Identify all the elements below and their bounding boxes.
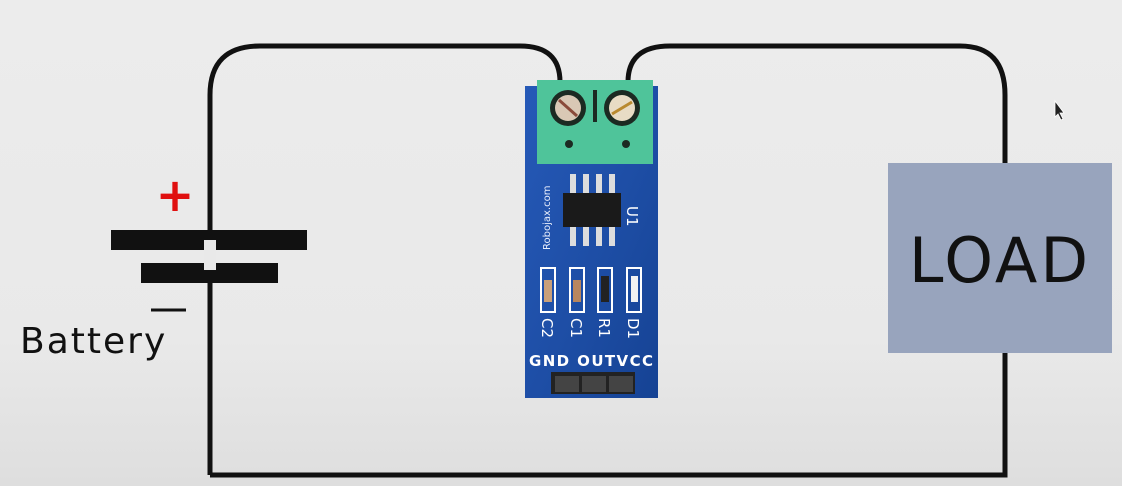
mouse-cursor-icon bbox=[1054, 99, 1065, 121]
battery-symbol bbox=[111, 200, 307, 300]
wire-left bbox=[207, 43, 563, 475]
component-label-c1: C1 bbox=[567, 318, 585, 338]
battery-label: Battery bbox=[20, 321, 167, 362]
pin-header bbox=[551, 372, 635, 394]
screw-terminal bbox=[537, 80, 653, 164]
chip-label: U1 bbox=[623, 206, 641, 227]
component-label-r1: R1 bbox=[595, 318, 613, 338]
battery-plus: + bbox=[156, 168, 195, 222]
load-box bbox=[888, 163, 1112, 353]
pin-labels: GND OUTVCC bbox=[529, 352, 653, 370]
ic-chip bbox=[563, 174, 621, 246]
component-label-d1: D1 bbox=[624, 318, 642, 339]
smd-components bbox=[540, 267, 642, 313]
component-label-c2: C2 bbox=[538, 318, 556, 338]
load-label: LOAD bbox=[909, 224, 1091, 297]
wire-right bbox=[210, 43, 1008, 478]
brand-label: Robojax.com bbox=[542, 186, 553, 250]
current-sensor-module: U1 Robojax.com C2 C1 R1 D1 GND OUTVCC bbox=[525, 80, 658, 398]
